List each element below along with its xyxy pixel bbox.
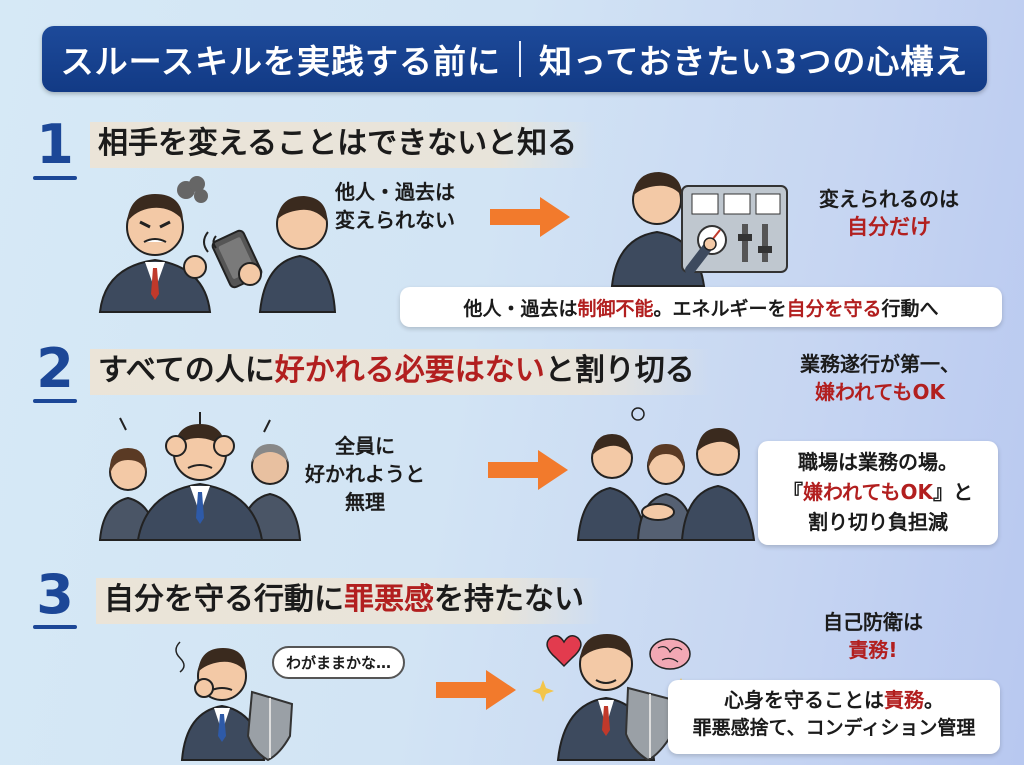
section2-heading-p3: と割り切る <box>544 353 695 388</box>
section3-speech-bubble: わがままかな… <box>272 646 406 679</box>
section1-left-line2: 変えられない <box>335 208 455 232</box>
section1-right-line2: 自分だけ <box>847 215 931 239</box>
section2-card-line1: 職場は業務の場。 <box>798 450 958 474</box>
section2-illustration-left <box>98 412 302 541</box>
title-left: スルースキルを実践する前に <box>60 42 502 81</box>
section2-heading: すべての人に好かれる必要はないと割り切る <box>90 349 713 395</box>
section1-number-underline <box>33 176 77 180</box>
section3-card-line2: 罪悪感捨て、コンディション管理 <box>692 717 976 739</box>
title-divider <box>519 41 522 77</box>
section1-left-line1: 他人・過去は <box>335 180 455 204</box>
section1-summary-p4: 自分を守る <box>786 297 882 320</box>
section1-arrow-icon <box>490 197 570 237</box>
section3-number: 3 <box>36 563 74 626</box>
section3-top-note-line1: 自己防衛は <box>823 610 923 634</box>
anger-cloud-icon <box>177 176 208 203</box>
section3-card: 心身を守ることは責務。 罪悪感捨て、コンディション管理 <box>668 680 1000 754</box>
section2-card-line2-red: 嫌われてもOK <box>803 480 933 504</box>
section2-card-line2-close: 』と <box>932 480 973 504</box>
section2-top-note-line2: 嫌われてもOK <box>815 380 945 404</box>
section1-summary-p1: 他人・過去は <box>463 297 578 320</box>
section3-illustration-right <box>532 634 692 762</box>
brain-icon <box>649 638 691 670</box>
section2-number-underline <box>33 399 77 403</box>
angry-person-icon <box>98 176 212 313</box>
section1-number: 1 <box>36 113 74 176</box>
section1-summary-p3: 。エネルギーを <box>653 297 787 320</box>
section1-right-line1: 変えられるのは <box>819 187 959 211</box>
section2-card-line2-open: 『 <box>783 480 804 504</box>
section3-heading-p2: 罪悪感 <box>344 582 434 617</box>
section2-left-label: 全員に 好かれようと 無理 <box>300 432 430 516</box>
section3-top-note: 自己防衛は 責務! <box>793 608 953 664</box>
worried-person-icon <box>175 641 266 761</box>
section1-heading: 相手を変えることはできないと知る <box>90 122 596 168</box>
section3-card-line1-a: 心身を守ることは <box>724 688 884 712</box>
section3-card-line1-b: 。 <box>924 688 944 712</box>
section2-heading-p1: すべての人に <box>98 353 275 388</box>
section2-top-note: 業務遂行が第一、 嫌われてもOK <box>775 350 985 406</box>
section2-card: 職場は業務の場。 『嫌われてもOK』と 割り切り負担減 <box>758 441 998 545</box>
section2-card-line2: 『嫌われてもOK』と <box>758 477 998 507</box>
handshake-icon <box>576 407 756 541</box>
section2-left-line2: 好かれようと <box>305 462 425 486</box>
section3-card-line1: 心身を守ることは責務。 <box>668 686 1000 715</box>
section3-arrow-icon <box>436 670 516 710</box>
person-with-phone-icon <box>203 196 337 313</box>
section2-heading-p2: 好かれる必要はない <box>274 353 545 388</box>
section2-number: 2 <box>36 337 74 400</box>
section2-arrow-icon <box>488 450 568 490</box>
section3-heading-p1: 自分を守る行動に <box>104 582 344 617</box>
stressed-group-icon <box>98 412 302 541</box>
section1-right-label: 変えられるのは 自分だけ <box>804 185 974 242</box>
section2-left-line3: 無理 <box>345 490 385 514</box>
section1-illustration-right <box>610 172 788 287</box>
title-right: 知っておきたい3つの心構え <box>539 42 969 81</box>
section1-left-label: 他人・過去は 変えられない <box>325 178 465 234</box>
section3-card-line1-red: 責務 <box>884 688 924 712</box>
title-bar: スルースキルを実践する前に 知っておきたい3つの心構え <box>42 26 987 92</box>
section2-left-line1: 全員に <box>335 434 395 458</box>
section1-summary-p2: 制御不能 <box>577 297 654 320</box>
section3-heading-p3: を持たない <box>434 582 584 617</box>
shield-icon <box>246 690 294 762</box>
section3-top-note-line2: 責務! <box>848 638 898 662</box>
section1-summary-card: 他人・過去は制御不能。エネルギーを自分を守る行動へ <box>400 287 1002 327</box>
section1-summary-p5: 行動へ <box>881 297 939 320</box>
section1-illustration-left <box>98 176 337 313</box>
section2-top-note-line1: 業務遂行が第一、 <box>800 352 960 376</box>
section3-number-underline <box>33 625 77 629</box>
section3-heading: 自分を守る行動に罪悪感を持たない <box>96 578 602 624</box>
section3-illustration-left <box>175 641 294 762</box>
heart-icon <box>546 635 582 668</box>
section2-card-line3: 割り切り負担減 <box>808 510 948 534</box>
section2-illustration-right <box>576 407 756 541</box>
